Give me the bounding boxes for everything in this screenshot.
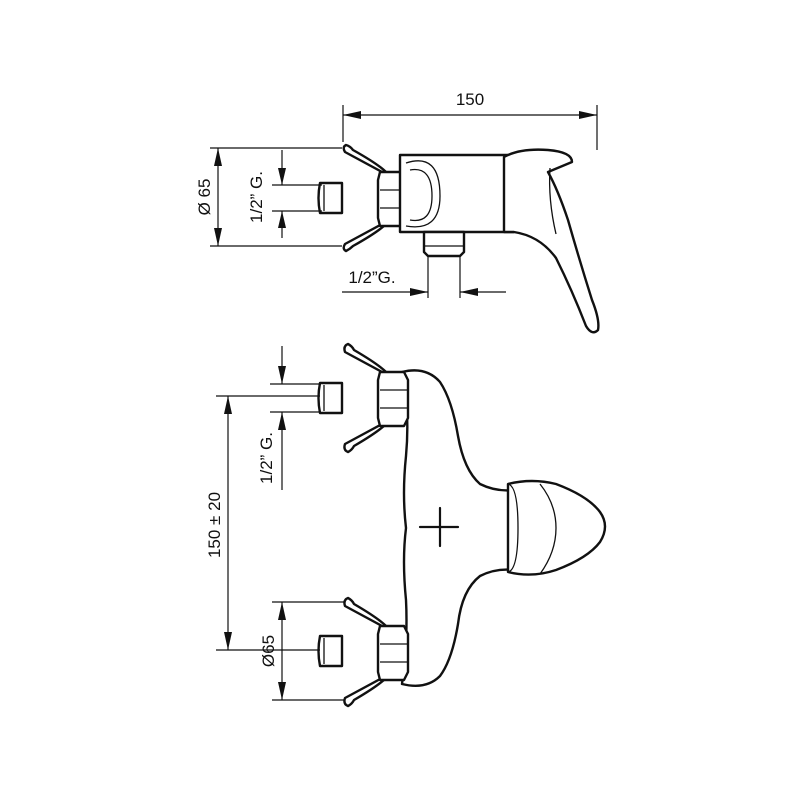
dimension-spacing: 150 ± 20	[205, 395, 320, 651]
front-top-flange	[343, 342, 388, 454]
side-outlet-stub	[422, 230, 466, 258]
dimension-thread-top: 1/2” G.	[247, 150, 322, 238]
width-label: 150	[456, 90, 484, 109]
dimension-thread-front: 1/2” G.	[257, 346, 320, 490]
front-top-nut	[376, 370, 410, 428]
side-wall-flange	[342, 143, 388, 253]
thread-outlet-label: 1/2”G.	[348, 268, 395, 287]
front-bottom-stub	[317, 634, 344, 668]
dimension-thread-outlet: 1/2”G.	[342, 256, 506, 298]
front-bottom-nut	[376, 624, 410, 682]
dimension-diameter-front: Ø65	[259, 601, 344, 701]
diameter-top-label: Ø 65	[195, 179, 214, 216]
thread-top-label: 1/2” G.	[247, 171, 266, 223]
front-view: 1/2” G. 150 ± 20 Ø65	[205, 342, 607, 708]
dimension-width-150: 150	[342, 90, 598, 150]
thread-front-label: 1/2” G.	[257, 432, 276, 484]
diameter-front-label: Ø65	[259, 635, 278, 667]
side-lever-handle	[502, 148, 600, 334]
side-view: 150 Ø 65 1/2” G.	[195, 90, 600, 334]
spacing-label: 150 ± 20	[205, 492, 224, 558]
front-top-stub	[317, 381, 344, 415]
side-inlet-stub	[317, 181, 344, 215]
front-bottom-flange	[343, 596, 388, 708]
dimension-diameter-top: Ø 65	[195, 147, 342, 247]
